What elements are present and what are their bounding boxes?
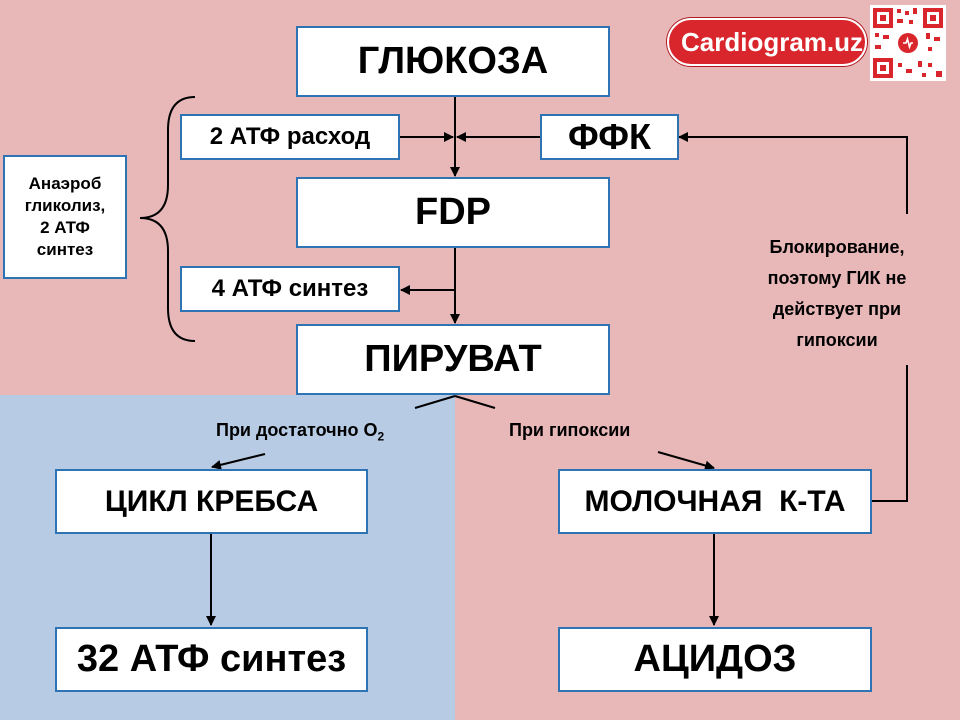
node-pyruvate-label: ПИРУВАТ (364, 338, 542, 380)
node-atp-synth4-label: 4 АТФ синтез (211, 275, 369, 302)
node-ffk-label: ФФК (568, 116, 651, 157)
oxygen-label-subscript: 2 (377, 429, 385, 444)
node-fdp-label: FDP (415, 191, 491, 233)
node-acidosis-label: АЦИДОЗ (633, 638, 797, 680)
node-krebs: ЦИКЛ КРЕБСА (55, 469, 368, 534)
node-atp-spend: 2 АТФ расход (180, 114, 400, 160)
node-ffk: ФФК (540, 114, 679, 160)
branch-right (454, 395, 496, 409)
node-anaerobic-line-2: гликолиз, (24, 196, 106, 215)
feedback-line-upper (678, 132, 908, 214)
oxygen-label-text: При достаточно О (216, 420, 378, 440)
qr-code (870, 5, 946, 81)
node-krebs-label: ЦИКЛ КРЕБСА (104, 484, 319, 518)
hypoxia-label-text: При гипоксии (509, 420, 631, 440)
arrow-to-krebs (211, 453, 266, 470)
node-lactic-acid: МОЛОЧНАЯ К-ТА (558, 469, 872, 534)
blocking-note: Блокирование, поэтому ГИК не действует п… (742, 232, 932, 356)
branch-left (414, 395, 456, 409)
node-anaerobic-line-4: синтез (36, 240, 94, 259)
feedback-line-lower (872, 365, 908, 502)
brand-name: Cardiogram.uz (681, 26, 864, 57)
hypoxia-label: При гипоксии (509, 420, 630, 441)
node-acidosis: АЦИДОЗ (558, 627, 872, 692)
blocking-note-line-1: Блокирование, (769, 237, 905, 257)
oxygen-label: При достаточно О2 (216, 420, 384, 444)
node-glucose-label: ГЛЮКОЗА (357, 40, 549, 82)
node-atp-synth32-label: 32 АТФ синтез (76, 638, 347, 680)
node-lactic-acid-label: МОЛОЧНАЯ К-ТА (584, 484, 846, 518)
node-anaerobic: Анаэроб гликолиз, 2 АТФ синтез (3, 155, 127, 279)
node-atp-spend-label: 2 АТФ расход (209, 123, 371, 150)
blocking-note-line-3: действует при (772, 299, 902, 319)
node-atp-synth4: 4 АТФ синтез (180, 266, 400, 312)
arrow-to-lactic (657, 451, 715, 471)
blocking-note-line-2: поэтому ГИК не (767, 268, 907, 288)
node-fdp: FDP (296, 177, 610, 248)
node-glucose: ГЛЮКОЗА (296, 26, 610, 97)
anaerobic-brace (139, 96, 196, 342)
qr-code-graphic (870, 5, 946, 81)
node-anaerobic-line-3: 2 АТФ (40, 218, 90, 237)
node-atp-synth32: 32 АТФ синтез (55, 627, 368, 692)
node-anaerobic-line-1: Анаэроб (28, 174, 102, 193)
blocking-note-line-4: гипоксии (796, 330, 878, 350)
node-pyruvate: ПИРУВАТ (296, 324, 610, 395)
brand-badge[interactable]: Cardiogram.uz (667, 18, 867, 66)
